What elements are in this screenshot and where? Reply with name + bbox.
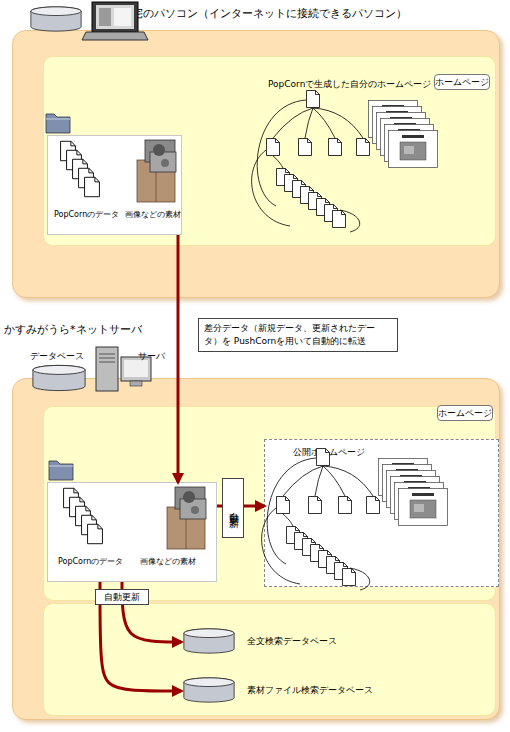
database-label: 全文検索データベース [247,635,337,647]
site-tree [252,91,438,233]
icon-part [96,347,118,391]
caption-label: PopCornで生成した自分のホームページ [268,78,431,90]
database-icon [184,678,234,702]
site-region: PopCornのデータ画像などの素材公開ホームページホームページ全文検索データベ… [12,378,500,720]
update-label: 自動更新 [95,589,149,605]
database-icon [33,365,85,390]
icon-part [114,8,131,26]
tab-label: ホームページ [434,74,490,90]
flow-arrow [177,235,180,482]
site-tree [262,449,448,591]
icon-part [99,8,111,26]
icon-part [99,354,115,362]
item-label: 画像などの素材 [140,556,196,567]
icon-part [124,360,148,377]
icon-part [82,32,148,40]
file-icons [46,114,99,197]
region-heading: かすみがうら*ネットサーバ [4,323,142,337]
database-label: 素材ファイル検索データベース [247,684,373,696]
database-icon [31,7,81,31]
update-label: 自動更新 [222,478,244,538]
item-label: 画像などの素材 [125,209,181,220]
database-icon [184,629,234,653]
image-icons [137,140,176,202]
icon-part [92,2,138,32]
item-label: PopCornのデータ [58,556,123,567]
item-label: PopCornのデータ [54,209,119,220]
icon-label: データベース [30,350,84,362]
icon-part [130,381,142,386]
region-heading: 自宅のパソコン（インターネットに接続できるパソコン） [121,7,407,21]
file-icons [49,461,102,544]
image-icons [167,487,206,549]
icon-label: サーバ [138,350,165,362]
icon-part [96,5,134,29]
tab-label: ホームページ [437,405,493,421]
laptop-icon [82,2,148,40]
database-region [43,603,496,716]
transfer-note: 差分データ（新規データ、更新されたデータ）を PushCornを用いて自動的に転… [198,318,398,352]
